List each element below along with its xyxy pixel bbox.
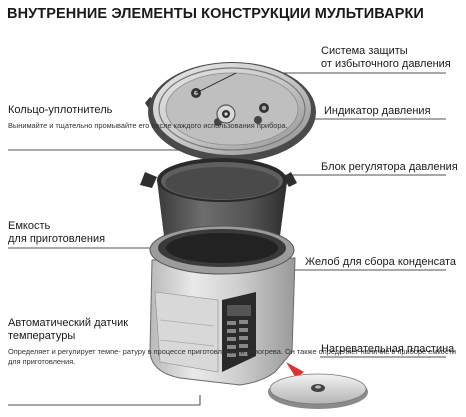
label-pressure-regulator: Блок регулятора давления: [321, 161, 458, 173]
note-temp-sensor: Определяет и регулирует темпе- ратуру в …: [8, 347, 457, 366]
label-temp-sensor: Автоматический датчик температуры: [8, 317, 129, 342]
diagram-title: ВНУТРЕННИЕ ЭЛЕМЕНТЫ КОНСТРУКЦИИ МУЛЬТИВА…: [7, 6, 424, 22]
label-sealing-ring: Кольцо-уплотнитель: [8, 104, 113, 116]
label-bowl: Емкость для приготовления: [8, 220, 106, 245]
label-pressure-protection: Система защиты от избыточного давления: [321, 45, 451, 70]
leader-temp-sensor: [8, 395, 201, 406]
note-sealing-ring: Вынимайте и тщательно промывайте его пос…: [8, 121, 288, 130]
label-heating-plate: Нагревательная пластина: [321, 343, 455, 355]
cooker-body: [149, 225, 296, 386]
control-buttons: [227, 320, 248, 357]
lid: [145, 62, 316, 162]
label-condensate-groove: Желоб для сбора конденсата: [305, 256, 456, 268]
label-pressure-indicator: Индикатор давления: [324, 105, 431, 117]
heating-plate: [268, 362, 368, 409]
